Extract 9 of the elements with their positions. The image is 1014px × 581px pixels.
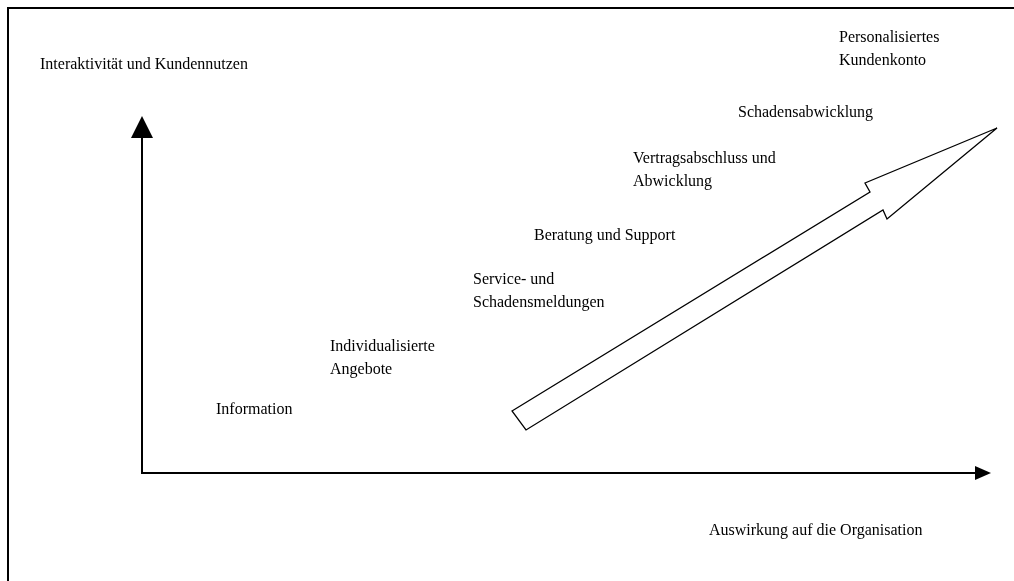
stage-label: Individualisierte Angebote xyxy=(330,336,436,380)
stage-label: Service- und Schadensmeldungen xyxy=(473,269,606,313)
axis-label: Interaktivität und Kundennutzen xyxy=(40,54,248,74)
stage-label: Schadensabwicklung xyxy=(738,102,874,123)
stage-label: Personalisiertes Kundenkonto xyxy=(839,27,941,70)
axis-label: Auswirkung auf die Organisation xyxy=(709,520,923,541)
stage-label: Vertragsabschluss und Abwicklung xyxy=(633,148,777,192)
stage-label: Beratung und Support xyxy=(534,225,676,246)
stage-label: Information xyxy=(216,399,293,419)
